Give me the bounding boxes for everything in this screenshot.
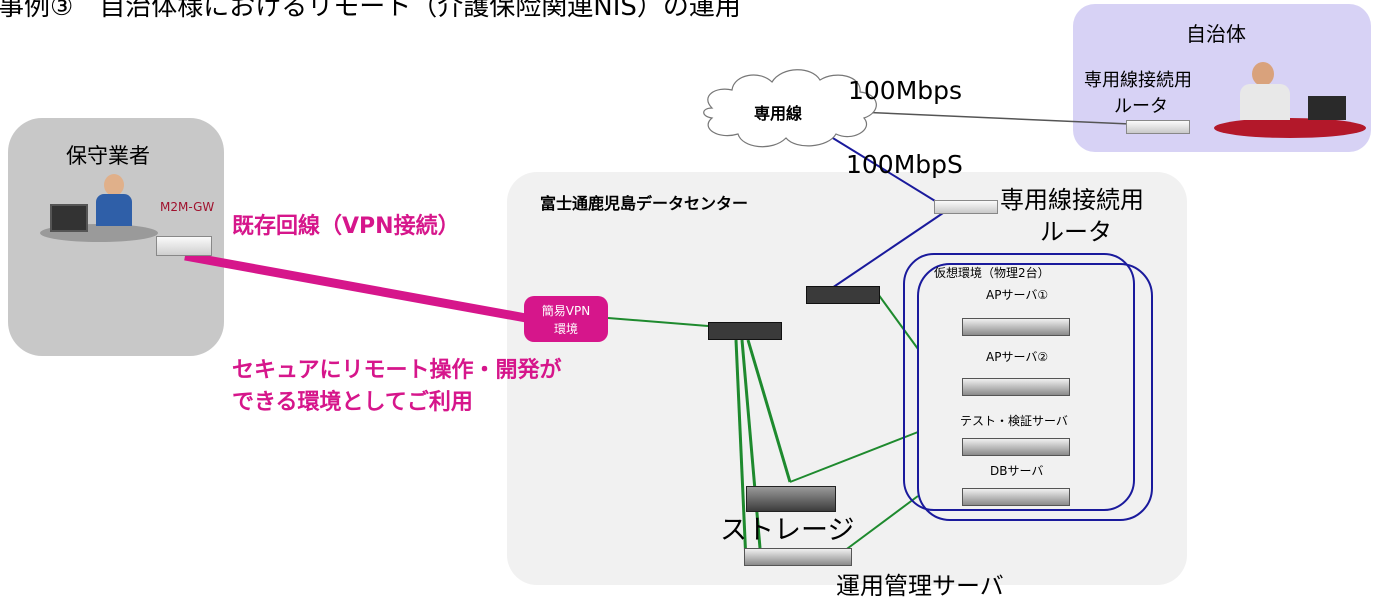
switch-to-ops-line-a [734,339,748,563]
vpn-env-label-1: 簡易VPN [541,304,591,318]
vpn-line [184,251,527,323]
m2m-gateway-device [156,236,212,256]
server-db-device [962,488,1070,506]
simple-vpn-environment: 簡易VPN 環境 [524,296,608,342]
datacenter-title: 富士通鹿児島データセンター [540,194,749,213]
municipality-router-label-1: 専用線接続用 [1084,70,1192,91]
switch-upper-device [806,286,880,304]
speed-label-lower: 100MbpS [846,150,963,179]
ops-server-device [744,548,852,566]
virtual-env-frame-back [917,263,1153,521]
dc-router-label-2: ルータ [1040,218,1112,246]
dc-router-label-1: 専用線接続用 [1000,186,1144,214]
storage-device [746,486,836,512]
maintenance-worker-illustration [40,170,158,242]
vpn-to-switch-line [607,317,709,327]
secure-callout-line1: セキュアにリモート操作・開発が [232,358,562,383]
municipality-title: 自治体 [1186,22,1246,46]
server-label-ap2: APサーバ② [986,350,1049,364]
municipality-worker-illustration [1214,60,1366,140]
switch-to-ops-line-b [740,339,762,549]
storage-label: ストレージ [720,515,855,546]
speed-label-upper: 100Mbps [848,76,963,105]
switch-lower-device [708,322,782,340]
person-icon [1252,62,1274,86]
leased-line-cloud [703,69,877,148]
page-title: 事例③ 自治体様におけるリモート（介護保险関連NIS）の運用 [0,0,741,22]
person-icon [104,174,124,196]
server-ap2-device [962,378,1070,396]
maintenance-vendor-title: 保守業者 [66,144,150,168]
server-label-db: DBサーバ [990,464,1044,478]
switch-upper-to-vm-line [877,293,919,350]
storage-to-vm-line [789,431,919,483]
server-test-device [962,438,1070,456]
gateway-label: M2M-GW [160,200,215,214]
dc-router-device [934,200,998,214]
secure-callout-line2: できる環境としてご利用 [232,390,473,415]
dc-router-to-switch-line [831,210,947,289]
leased-line-label: 専用線 [754,104,803,123]
existing-line-callout: 既存回線（VPN接続） [232,214,460,239]
switch-to-storage-line [746,339,792,483]
ops-server-label: 運用管理サーバ [836,572,1004,600]
datacenter-region [507,172,1187,585]
vpn-env-label-2: 環境 [553,322,578,336]
municipality-router-device [1126,120,1190,134]
server-ap1-device [962,318,1070,336]
virtual-env-title: 仮想環境（物理2台） [934,266,1050,280]
server-label-test: テスト・検証サーバ [960,414,1068,428]
municipality-router-label-2: ルータ [1114,96,1168,117]
virtual-env-frame-front [903,253,1135,511]
server-label-ap1: APサーバ① [986,288,1049,302]
